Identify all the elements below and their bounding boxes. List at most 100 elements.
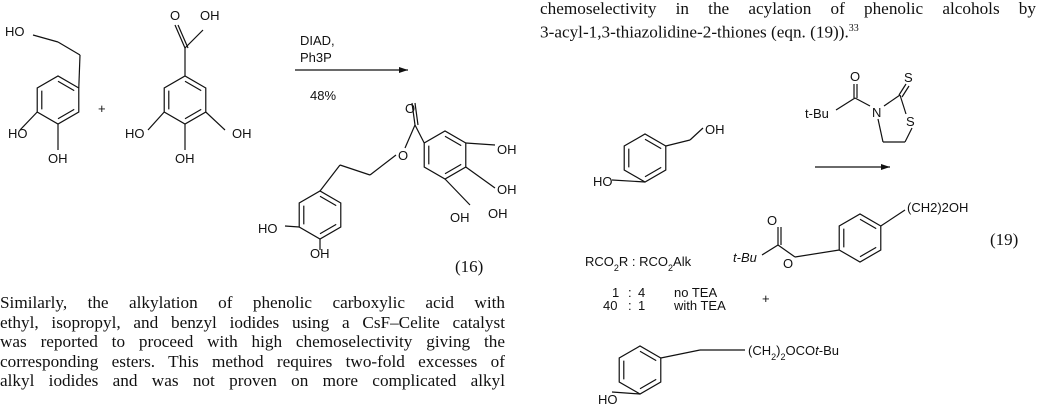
bond <box>611 179 646 183</box>
bond <box>835 97 856 111</box>
bond <box>899 94 907 115</box>
atom-label: O <box>405 101 415 116</box>
substituent-label: (CH2)2OH <box>907 200 968 215</box>
bond <box>639 350 657 362</box>
bond <box>147 111 165 131</box>
bond <box>369 154 397 176</box>
benzene-ring <box>618 345 662 395</box>
bond <box>57 108 75 120</box>
atom-label: OH <box>175 151 195 166</box>
bond <box>57 41 81 56</box>
atom-label: O <box>850 69 860 84</box>
arrow-head-icon <box>399 67 408 73</box>
atom-label: OH <box>48 151 68 166</box>
bond <box>404 124 416 149</box>
bond <box>777 244 796 258</box>
bond <box>794 249 840 258</box>
reagent-label: Ph3P <box>300 50 332 65</box>
bond <box>19 111 38 131</box>
bond <box>319 164 341 192</box>
atom-label: O <box>767 213 777 228</box>
ratio-value: 4 <box>638 285 645 300</box>
bond <box>411 102 416 126</box>
text-line: was reported to proceed with high chemos… <box>0 332 505 352</box>
bond <box>904 127 913 143</box>
atom-label: HO <box>598 392 618 407</box>
atom-label: O <box>783 256 793 271</box>
bond <box>880 209 906 227</box>
text-line: corresponding esters. This method requir… <box>0 351 505 371</box>
ratio-header: RCO2R : RCO2Alk <box>585 254 692 273</box>
bond <box>877 118 884 143</box>
bond <box>444 178 471 206</box>
text-line: chemoselectivity in the acylation of phe… <box>540 0 1036 18</box>
benzene-ring <box>298 190 342 240</box>
ratio-value: 40 <box>603 298 617 313</box>
bond <box>901 85 910 98</box>
reagent-label: DIAD, <box>300 33 335 48</box>
atom-label: HO <box>125 126 145 141</box>
bond <box>174 24 186 49</box>
atom-label: t-Bu <box>805 106 829 121</box>
arrow-head-icon <box>881 164 890 170</box>
bond <box>644 166 662 178</box>
benzene-ring <box>163 75 207 125</box>
bond <box>639 378 657 390</box>
yield-label: 48% <box>310 88 336 103</box>
bond <box>339 164 371 176</box>
plus-sign: + <box>98 101 106 116</box>
benzene-ring <box>423 130 467 180</box>
bond <box>177 24 189 49</box>
bond <box>78 54 81 89</box>
atom-label: HO <box>5 24 25 39</box>
bond <box>444 135 462 147</box>
text-line: ethyl, isopropyl, and benzyl iodides usi… <box>0 312 505 332</box>
condition-label: no TEA <box>674 285 717 300</box>
atom-label: OH <box>497 182 517 197</box>
bond <box>465 142 496 146</box>
atom-label: OH <box>310 246 330 261</box>
bond <box>665 139 691 147</box>
condition-label: with TEA <box>673 298 726 313</box>
atom-label: N <box>872 105 881 120</box>
bond <box>184 80 202 92</box>
benzene-ring <box>838 213 882 263</box>
bond <box>284 225 300 228</box>
bond <box>414 124 425 144</box>
text-line-content: 3-acyl-1,3-thiazolidine-2-thiones (eqn. … <box>540 22 849 42</box>
bond <box>184 29 204 49</box>
ratio-value: 1 <box>638 298 645 313</box>
substituent-label: (CH2)2OCOt-Bu <box>748 343 839 362</box>
bond <box>611 391 641 395</box>
atom-label: HO <box>258 221 278 236</box>
bond <box>883 94 901 107</box>
bond <box>859 246 877 258</box>
bond <box>319 223 337 235</box>
bond <box>57 80 75 92</box>
ratio-colon: : <box>628 298 632 313</box>
structure-bonds <box>19 24 913 395</box>
atom-label: HO <box>8 126 28 141</box>
bond <box>761 244 779 256</box>
text-line: 3-acyl-1,3-thiazolidine-2-thiones (eqn. … <box>540 19 1036 42</box>
plus-sign: + <box>762 291 770 306</box>
bond <box>854 97 871 107</box>
atom-label: S <box>906 114 915 129</box>
atom-label: S <box>904 70 913 85</box>
bond <box>660 349 701 359</box>
text-line: Similarly, the alkylation of phenolic ca… <box>0 293 505 312</box>
bond <box>319 195 337 207</box>
atom-label: OH <box>497 142 517 157</box>
equation-number: (19) <box>990 230 1018 249</box>
atom-label: OH <box>232 126 252 141</box>
bond <box>898 83 907 96</box>
atom-label: HO <box>593 174 613 189</box>
equation-number: (16) <box>455 257 483 276</box>
text-line: alkyl iodides and was not proven on more… <box>0 371 505 391</box>
bond <box>32 34 59 43</box>
citation: 33 <box>848 22 859 34</box>
atom-label: OH <box>705 122 725 137</box>
bond <box>444 163 462 175</box>
bond <box>644 138 662 150</box>
